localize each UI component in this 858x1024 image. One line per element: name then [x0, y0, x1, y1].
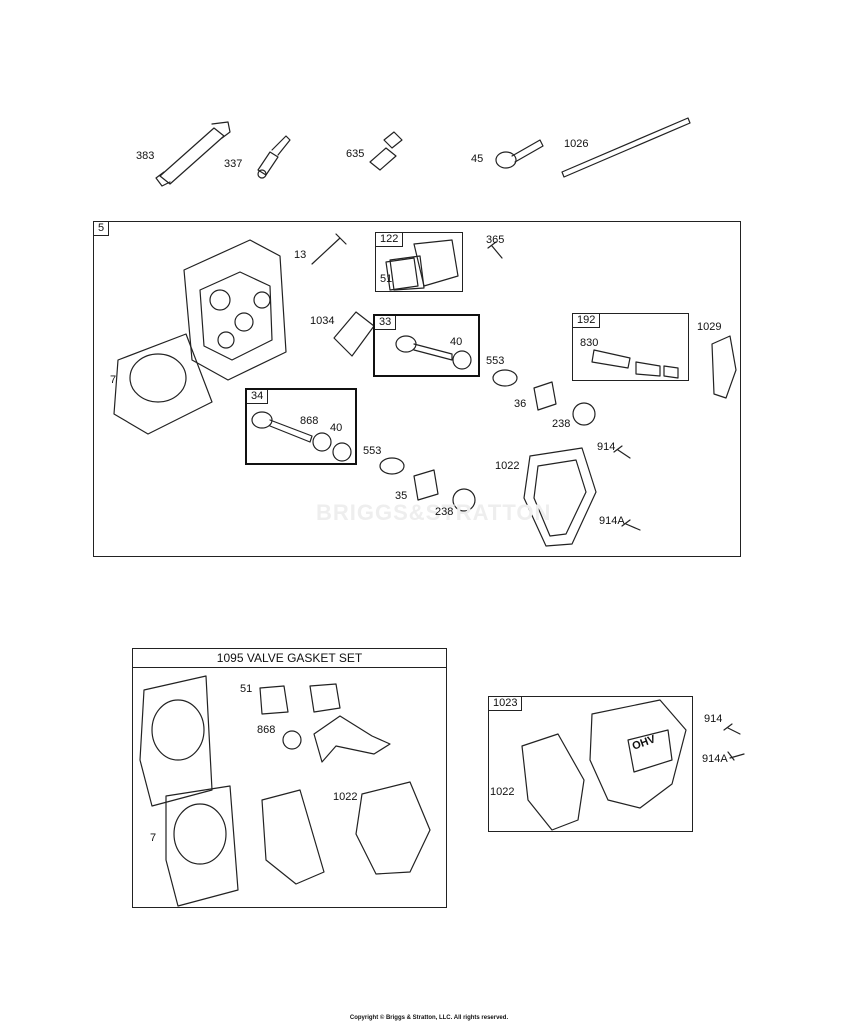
- breather-tube-383: [155, 121, 231, 187]
- valve-45: [495, 139, 544, 169]
- part-label-51[interactable]: 51: [380, 273, 393, 285]
- head-gasket-a: [139, 675, 213, 807]
- part-label-40-exhaust[interactable]: 40: [330, 422, 343, 434]
- rocker-1029: [711, 335, 737, 399]
- intake-flange-122: [389, 239, 459, 291]
- copyright-notice: Copyright © Briggs & Stratton, LLC. All …: [349, 1015, 509, 1021]
- assembly-tag-5: 5: [94, 222, 110, 236]
- part-label-7[interactable]: 7: [110, 374, 117, 386]
- part-label-383[interactable]: 383: [136, 150, 155, 162]
- gasket-set-label-7[interactable]: 7: [150, 832, 157, 844]
- part-label-238-lower[interactable]: 238: [435, 506, 454, 518]
- part-label-45[interactable]: 45: [471, 153, 484, 165]
- part-label-1029[interactable]: 1029: [697, 321, 722, 333]
- part-label-40-intake[interactable]: 40: [450, 336, 463, 348]
- assembly-box-192: 192: [572, 313, 689, 381]
- bolt-914-cover: [723, 723, 741, 735]
- valve-cover: [589, 699, 687, 809]
- part-label-365[interactable]: 365: [486, 234, 505, 246]
- cover-gasket-set: [261, 781, 431, 885]
- spark-plug-337: [257, 135, 291, 179]
- bolt-914a: [621, 519, 641, 531]
- gasket-set-box: 1095 VALVE GASKET SET: [132, 648, 447, 908]
- valve-cover-gasket-1022: [523, 447, 597, 547]
- assembly-tag-33: 33: [375, 316, 397, 330]
- bolt-914a-cover: [727, 751, 745, 761]
- cover-label-1022[interactable]: 1022: [490, 786, 515, 798]
- breather-gasket: [313, 715, 391, 763]
- bolt-365: [487, 241, 503, 259]
- part-label-1022[interactable]: 1022: [495, 460, 520, 472]
- assembly-box-34: 34: [245, 388, 357, 465]
- gasket-set-label-868[interactable]: 868: [257, 724, 276, 736]
- part-label-1034[interactable]: 1034: [310, 315, 335, 327]
- seal-868: [282, 730, 302, 750]
- head-gasket-b: [165, 785, 239, 907]
- assembly-box-1023: 1023: [488, 696, 693, 832]
- cover-label-914a[interactable]: 914A: [702, 753, 728, 765]
- part-label-914[interactable]: 914: [597, 441, 616, 453]
- assembly-tag-34: 34: [247, 390, 269, 404]
- springs-and-retainers: [379, 369, 596, 512]
- assembly-tag-1023: 1023: [489, 697, 523, 711]
- push-rod-1026: [561, 117, 691, 178]
- part-label-830[interactable]: 830: [580, 337, 599, 349]
- fitting-635: [369, 131, 403, 171]
- part-label-36[interactable]: 36: [514, 398, 527, 410]
- part-label-13[interactable]: 13: [294, 249, 307, 261]
- adjuster-192: [591, 349, 679, 379]
- part-label-35[interactable]: 35: [395, 490, 408, 502]
- part-label-553-upper[interactable]: 553: [486, 355, 505, 367]
- part-label-868[interactable]: 868: [300, 415, 319, 427]
- gasket-7: [113, 333, 213, 435]
- intake-valve-33: [395, 335, 472, 370]
- intake-gaskets-51: [259, 683, 341, 715]
- cover-gasket-1022: [521, 733, 585, 831]
- assembly-tag-122: 122: [376, 233, 404, 247]
- gasket-set-title: 1095 VALVE GASKET SET: [133, 649, 446, 668]
- part-label-238-upper[interactable]: 238: [552, 418, 571, 430]
- part-label-914a[interactable]: 914A: [599, 515, 625, 527]
- bolt-13: [311, 233, 347, 265]
- assembly-box-5: 5: [93, 221, 741, 557]
- part-label-553-lower[interactable]: 553: [363, 445, 382, 457]
- part-label-337[interactable]: 337: [224, 158, 243, 170]
- part-label-635[interactable]: 635: [346, 148, 365, 160]
- gasket-set-label-51[interactable]: 51: [240, 683, 253, 695]
- assembly-tag-192: 192: [573, 314, 601, 328]
- cover-label-914[interactable]: 914: [704, 713, 723, 725]
- cylinder-head: [183, 239, 287, 381]
- watermark: BRIGGS&STRATTON: [316, 500, 552, 525]
- assembly-box-33: 33: [373, 314, 480, 377]
- assembly-box-122: 122: [375, 232, 463, 292]
- exhaust-valve-34: [251, 411, 352, 462]
- part-label-1026[interactable]: 1026: [564, 138, 589, 150]
- bolt-914: [613, 445, 631, 459]
- gasket-51: [385, 257, 419, 291]
- gasket-set-label-1022[interactable]: 1022: [333, 791, 358, 803]
